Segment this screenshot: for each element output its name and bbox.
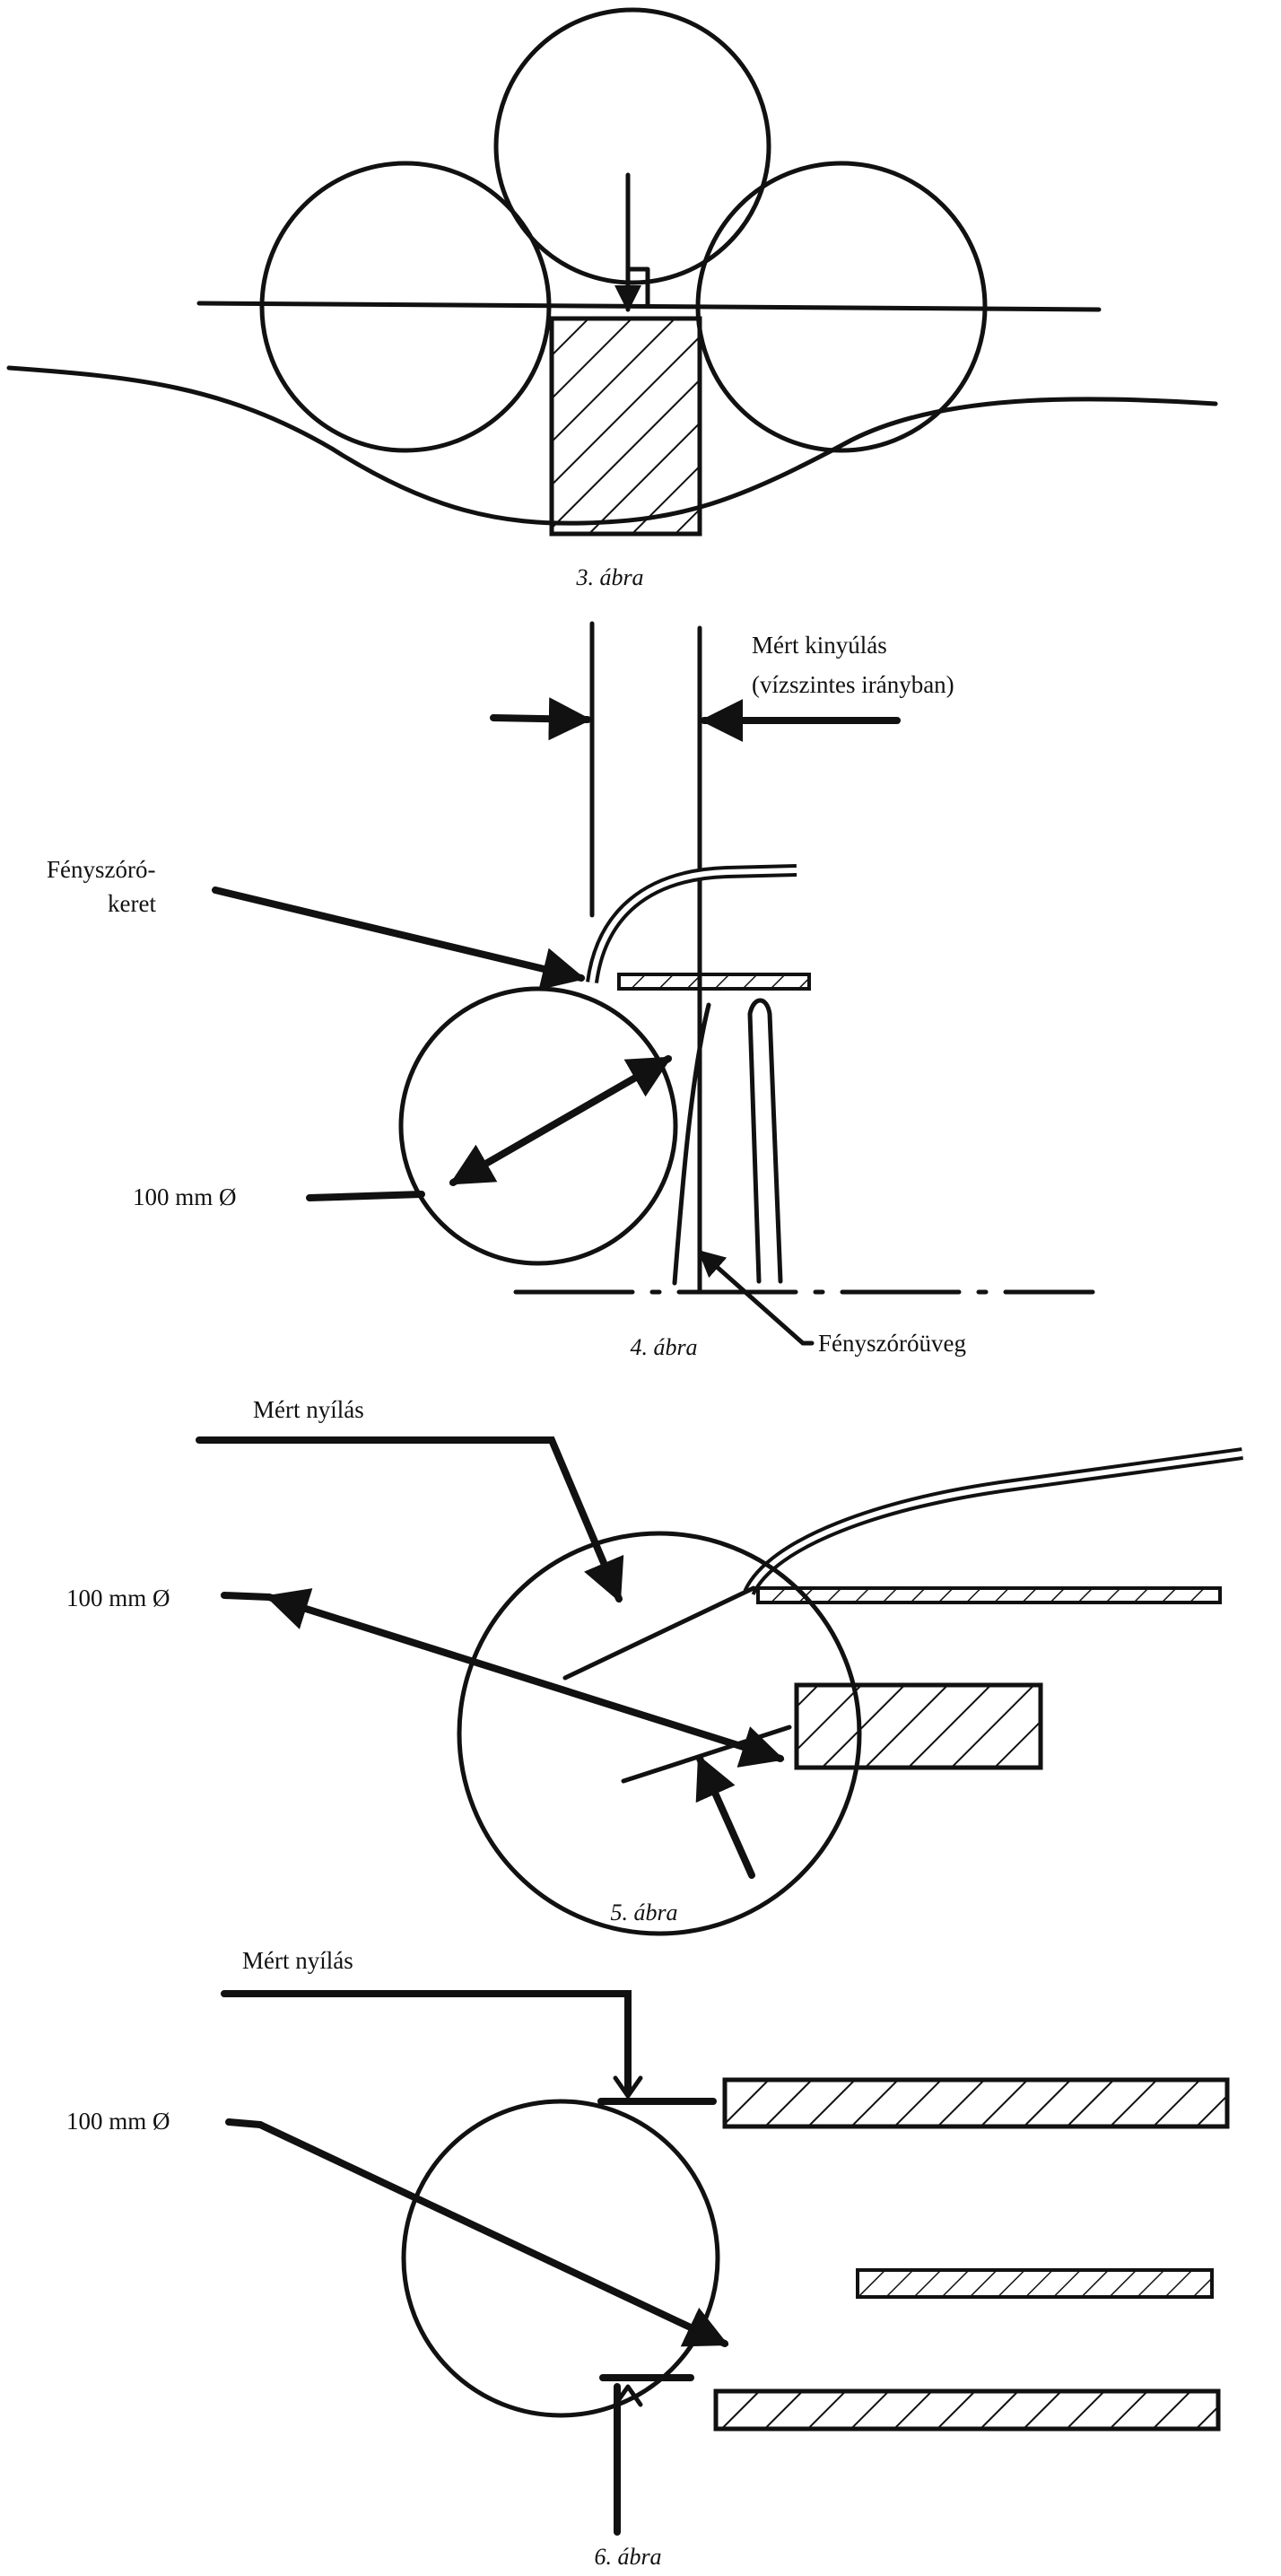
hatched-middle-block [856,2268,1214,2299]
diameter-line [449,1055,673,1186]
headlamp-glass-profile [747,998,783,1284]
gauge-circle [398,986,678,1266]
headlamp-frame-curve [586,864,797,983]
opening-measure-arrow [695,1754,755,1879]
measured-projection-label-2: (vízszintes irányban) [752,671,954,698]
diameter-label-5: 100 mm Ø [66,1585,170,1611]
figure-3-caption: 3. ábra [575,564,643,590]
figure-6-caption: 6. ábra [594,2544,661,2570]
measure-mark [625,266,650,308]
frame-label-2: keret [108,890,156,917]
dimension-arrow-left [490,697,592,741]
figure-4-caption: 4. ábra [630,1334,697,1360]
hatched-lower-block [713,2388,1221,2432]
diameter-line-5 [265,1588,785,1768]
figure-5: Mért nyílás 100 mm Ø 5. ábra [66,1396,1243,1936]
diameter-leader-5 [221,1592,273,1601]
opening-label-5: Mért nyílás [253,1396,364,1423]
glass-label: Fényszóróüveg [818,1330,966,1357]
hatched-upper-block [722,2077,1230,2129]
measured-projection-label-1: Mért kinyúlás [752,632,887,659]
figure-5-caption: 5. ábra [610,1899,677,1925]
opening-line-upper [562,1585,756,1681]
figure-6: Mért nyílás 100 mm Ø 6. ábra [66,1947,1230,2570]
diameter-leader-6 [225,2118,264,2128]
diameter-label: 100 mm Ø [133,1183,237,1210]
upper-panel-curve-inner [746,1451,1243,1594]
hatched-lamp-section [549,316,702,537]
headlamp-frame-curve-inner [589,868,797,983]
frame-leader [212,886,586,991]
headlamp-frame-bar [617,973,811,991]
glass-leader [697,1249,815,1346]
opening-leader-6 [221,1990,632,2094]
opening-label-6: Mért nyílás [242,1947,353,1974]
circle-left [259,161,552,453]
lower-hatched-block [794,1682,1043,1770]
figure-4: Mért kinyúlás (vízszintes irányban) 100 … [47,621,1095,1360]
circle-top [493,7,771,285]
opening-leader-5 [196,1436,624,1603]
upper-panel-bar [756,1586,1222,1604]
gauge-circle-6 [401,2099,720,2418]
opening-tick-top [613,2075,643,2099]
diameter-label-6: 100 mm Ø [66,2108,170,2135]
frame-label-1: Fényszóró- [47,856,155,883]
figure-3: 3. ábra [6,7,1218,590]
diameter-leader [306,1191,425,1201]
headlamp-glass-curve [672,1002,711,1286]
upper-panel-curve [743,1447,1243,1596]
diameter-line-6 [257,2121,729,2347]
circle-right [695,161,988,453]
